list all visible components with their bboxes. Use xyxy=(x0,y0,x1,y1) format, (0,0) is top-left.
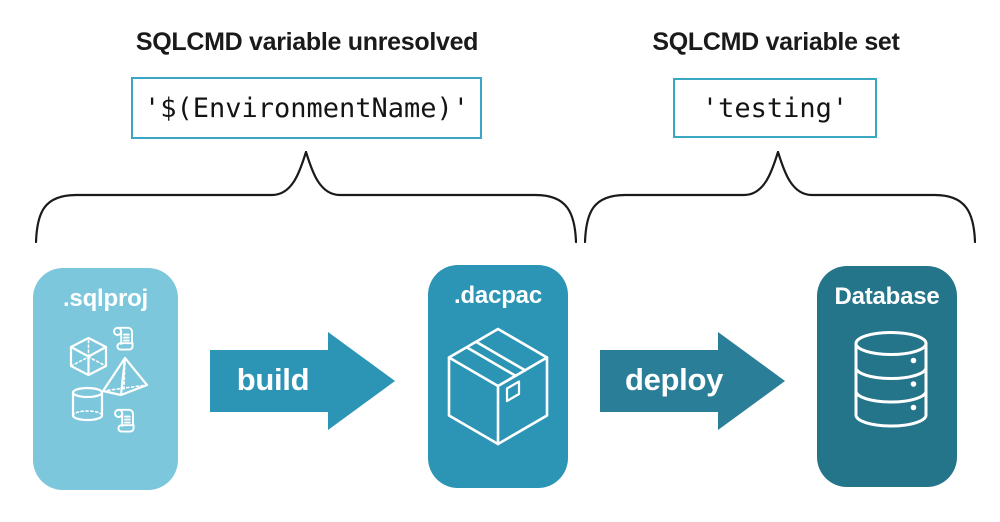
node-database: Database xyxy=(817,266,957,487)
deploy-arrow-label: deploy xyxy=(624,362,724,397)
package-box-icon xyxy=(447,327,549,446)
code-text-set: 'testing' xyxy=(701,92,849,124)
cylinder-icon xyxy=(71,386,104,422)
build-arrow-label: build xyxy=(236,362,310,397)
code-box-unresolved: '$(EnvironmentName)' xyxy=(131,77,482,139)
build-arrow xyxy=(210,332,395,430)
node-sqlproj: .sqlproj xyxy=(33,268,178,490)
database-cylinder-icon xyxy=(854,331,928,428)
cube-icon xyxy=(69,336,108,377)
code-text-unresolved: '$(EnvironmentName)' xyxy=(143,92,470,124)
code-box-set: 'testing' xyxy=(673,78,877,138)
deploy-arrow xyxy=(600,332,785,430)
annotation-title-unresolved: SQLCMD variable unresolved xyxy=(135,28,479,56)
scroll-icon xyxy=(113,326,134,351)
node-dacpac: .dacpac xyxy=(428,265,568,488)
node-database-label: Database xyxy=(834,283,940,310)
annotation-title-set: SQLCMD variable set xyxy=(652,28,900,56)
left-brace xyxy=(35,151,577,244)
right-brace xyxy=(584,151,976,244)
sql-objects-icons xyxy=(69,326,149,433)
pyramid-icon xyxy=(101,356,149,397)
node-sqlproj-label: .sqlproj xyxy=(62,285,149,312)
node-dacpac-label: .dacpac xyxy=(454,282,542,309)
scroll-icon xyxy=(114,408,135,433)
build-arrow-shape xyxy=(210,332,395,430)
deploy-arrow-shape xyxy=(600,332,785,430)
